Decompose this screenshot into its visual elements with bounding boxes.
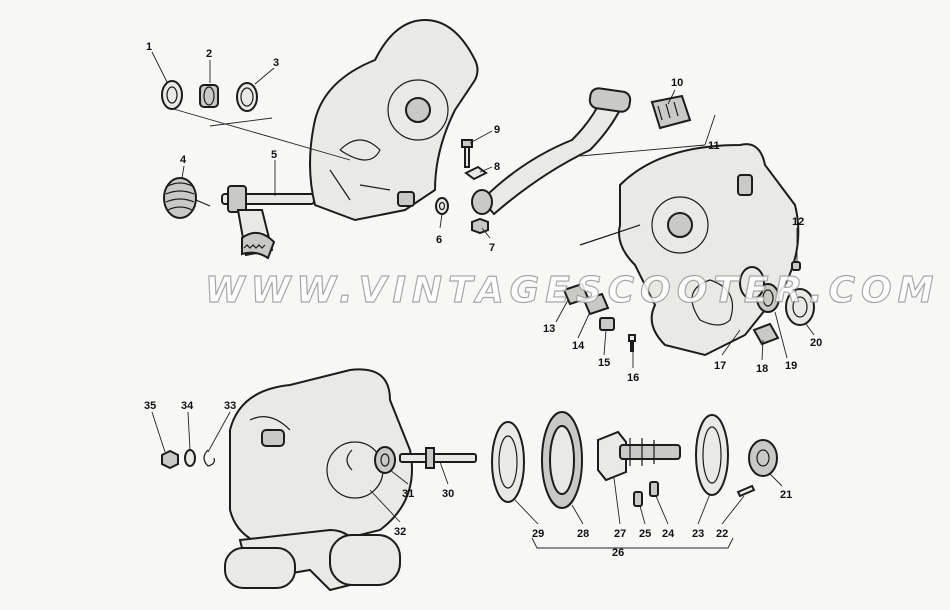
callout-32: 32 bbox=[394, 526, 406, 538]
callout-29: 29 bbox=[532, 528, 544, 540]
watermark-text: WWW.VINTAGESCOOTER.COM bbox=[205, 270, 939, 311]
callout-15: 15 bbox=[598, 357, 610, 369]
part-1-oil-seal bbox=[161, 80, 183, 110]
callout-13: 13 bbox=[543, 323, 555, 335]
callout-12: 12 bbox=[792, 216, 804, 228]
callout-10: 10 bbox=[671, 77, 683, 89]
leader-lines bbox=[151, 51, 815, 549]
callout-11: 11 bbox=[708, 140, 720, 152]
part-2-needle-bearing bbox=[199, 84, 219, 108]
part-4-kickstart-spring bbox=[163, 177, 211, 219]
part-10-pedal-rubber bbox=[650, 94, 692, 130]
part-8-lock-washer bbox=[464, 165, 488, 181]
callout-25: 25 bbox=[639, 528, 651, 540]
callout-16: 16 bbox=[627, 372, 639, 384]
callout-35: 35 bbox=[144, 400, 156, 412]
callout-21: 21 bbox=[780, 489, 792, 501]
part-32-circlip bbox=[346, 449, 353, 471]
part-11-kickstart-lever bbox=[471, 87, 632, 216]
callout-19: 19 bbox=[785, 360, 797, 372]
part-14-bracket bbox=[582, 292, 610, 316]
callout-7: 7 bbox=[489, 242, 495, 254]
part-28-gear bbox=[541, 411, 583, 509]
part-31-bearing bbox=[374, 446, 396, 474]
callout-2: 2 bbox=[206, 48, 212, 60]
part-20-oil-seal bbox=[785, 288, 815, 326]
callout-22: 22 bbox=[716, 528, 728, 540]
part-3-ring bbox=[236, 82, 258, 112]
part-7-nut bbox=[471, 217, 489, 235]
part-27-gear-cluster bbox=[597, 430, 681, 482]
callout-17: 17 bbox=[714, 360, 726, 372]
part-25-spring bbox=[633, 491, 643, 507]
callout-26: 26 bbox=[612, 547, 624, 559]
callout-4: 4 bbox=[180, 154, 187, 166]
callout-14: 14 bbox=[572, 340, 585, 352]
part-35-nut bbox=[161, 449, 179, 470]
part-21-pinion-gear bbox=[748, 439, 778, 477]
callout-1: 1 bbox=[146, 41, 152, 53]
callout-27: 27 bbox=[614, 528, 626, 540]
part-30-shaft bbox=[399, 447, 477, 469]
part-23-plate bbox=[695, 414, 729, 496]
part-15-block bbox=[599, 317, 615, 331]
callout-6: 6 bbox=[436, 234, 442, 246]
callout-28: 28 bbox=[577, 528, 589, 540]
callout-33: 33 bbox=[224, 400, 236, 412]
part-12-dowel-pin bbox=[791, 261, 801, 271]
part-33-circlip bbox=[203, 449, 215, 467]
part-5-kickstart-shaft bbox=[221, 185, 315, 260]
part-16-screw bbox=[628, 334, 636, 352]
callout-18: 18 bbox=[756, 363, 768, 375]
callout-34: 34 bbox=[181, 400, 194, 412]
part-crankcase-ring bbox=[739, 266, 765, 300]
callout-8: 8 bbox=[494, 161, 500, 173]
callout-23: 23 bbox=[692, 528, 704, 540]
part-right-crankcase bbox=[579, 143, 800, 357]
part-18-bush bbox=[752, 322, 780, 346]
part-left-crankcase bbox=[224, 368, 413, 592]
callout-3: 3 bbox=[273, 57, 279, 69]
part-34-washer bbox=[184, 449, 196, 467]
callout-31: 31 bbox=[402, 488, 414, 500]
part-flywheel-cover bbox=[309, 18, 479, 222]
part-22-screw bbox=[736, 484, 756, 498]
callout-9: 9 bbox=[494, 124, 500, 136]
part-6-washer bbox=[435, 197, 449, 215]
callout-30: 30 bbox=[442, 488, 454, 500]
callout-numbers: 1 2 3 4 5 6 7 8 9 10 11 12 13 14 15 16 1… bbox=[144, 41, 822, 559]
part-24-spring bbox=[649, 481, 659, 497]
callout-24: 24 bbox=[662, 528, 675, 540]
part-29-shim bbox=[491, 421, 525, 503]
callout-5: 5 bbox=[271, 149, 277, 161]
part-9-bolt bbox=[461, 139, 473, 168]
callout-20: 20 bbox=[810, 337, 822, 349]
